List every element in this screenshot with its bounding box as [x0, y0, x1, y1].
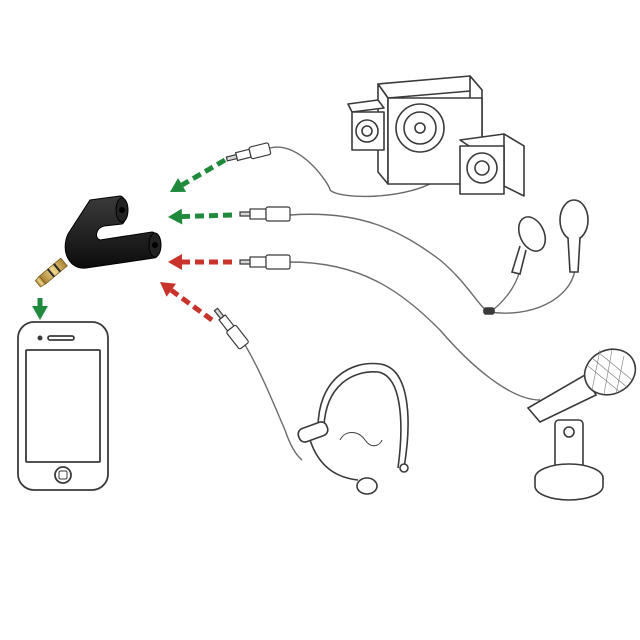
speaker-set-icon: [347, 75, 525, 197]
plug-connectors: [213, 142, 291, 350]
microphone-cable: [289, 261, 541, 401]
earphone-arrow: [168, 208, 233, 225]
direction-arrows: [32, 157, 233, 323]
headset-cable: [244, 344, 303, 461]
smartphone-icon: [17, 321, 109, 491]
earphones-icon: [483, 199, 589, 315]
speaker-cable: [269, 146, 441, 198]
cables: [244, 146, 576, 461]
microphone-arrow: [168, 254, 232, 270]
headset-arrow: [160, 282, 214, 323]
desk-microphone-icon: [526, 348, 637, 501]
phone-arrow: [32, 298, 48, 320]
speaker-arrow: [170, 157, 227, 192]
y-splitter-adapter-icon: [34, 195, 162, 288]
headset-microphone-icon: [297, 362, 409, 495]
